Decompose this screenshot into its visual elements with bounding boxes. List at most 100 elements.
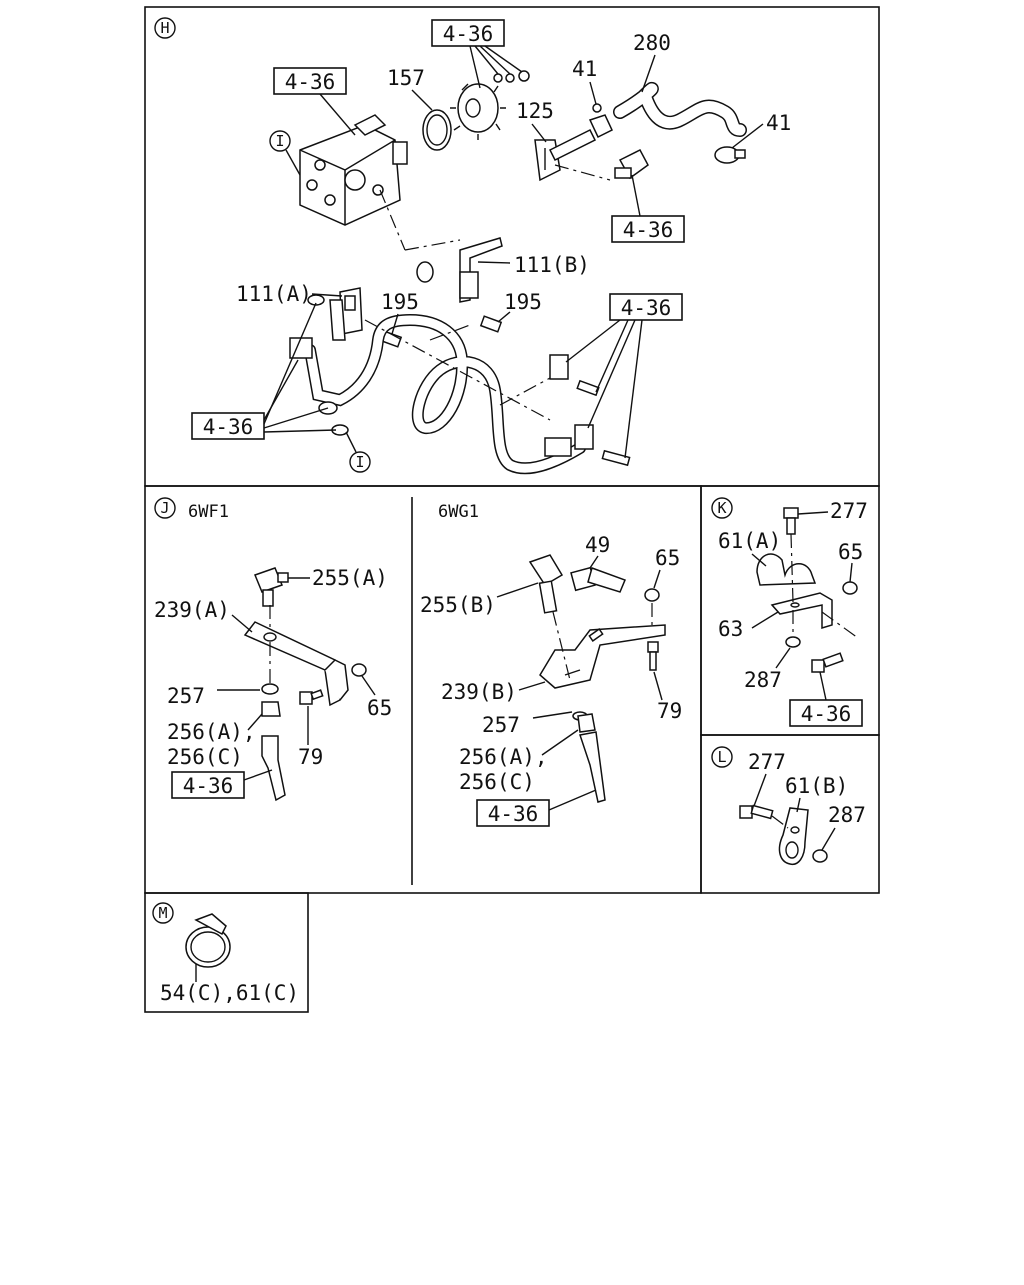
- nut-256-left: [261, 701, 281, 717]
- bracket-239a: [243, 621, 349, 707]
- section-marker-k: [711, 497, 733, 519]
- label-54c-61c: 54(C),61(C): [160, 981, 299, 1005]
- variant-6wf1: 6WF1: [188, 502, 229, 522]
- label-255b: 255(B): [420, 593, 496, 617]
- label-111a: 111(A): [236, 282, 312, 306]
- hose-clamp-41-right: [714, 146, 746, 164]
- frame-section-m: [144, 892, 309, 1013]
- label-63: 63: [718, 617, 743, 641]
- ref-label-clips: 4-36: [621, 296, 672, 320]
- label-256a-right: 256(A),: [459, 745, 548, 769]
- ref-label-pump: 4-36: [285, 70, 336, 94]
- label-195-right: 195: [504, 290, 542, 314]
- nut-65-left: [351, 663, 367, 677]
- nut-256-right: [577, 713, 596, 733]
- label-287-k: 287: [744, 668, 782, 692]
- bolt-277-l: [739, 804, 774, 820]
- bolt-277-k: [783, 507, 799, 535]
- clamp-61a: [756, 553, 817, 586]
- ref-label-j-right: 4-36: [488, 802, 539, 826]
- gear-fasteners: [493, 70, 530, 83]
- ref-box-pump: [273, 67, 347, 95]
- section-letter-k: K: [717, 499, 726, 517]
- label-41-top: 41: [572, 57, 597, 81]
- section-k: K 277 61(A) 65 63 287 4-36: [711, 497, 868, 727]
- label-257-right: 257: [482, 713, 520, 737]
- bracket-111b: [416, 237, 503, 303]
- label-65-right: 65: [655, 546, 680, 570]
- marker-i-bottom-letter: I: [355, 453, 364, 471]
- label-41-right: 41: [766, 111, 791, 135]
- hose-end-right: [579, 731, 606, 803]
- hose-clamp-54c: [185, 913, 231, 968]
- section-m: M 54(C),61(C): [152, 902, 299, 1005]
- hose-280: [613, 81, 747, 137]
- label-255a: 255(A): [312, 566, 388, 590]
- ref-box-gear: [431, 19, 505, 47]
- bolt-k-lower: [811, 652, 844, 673]
- variant-6wg1: 6WG1: [438, 502, 479, 522]
- section-l: L 277 61(B) 287: [711, 746, 866, 866]
- section-j: J 6WF1 6WG1 255(A) 239(A): [154, 497, 682, 827]
- label-239a: 239(A): [154, 598, 230, 622]
- fitting-255a: [254, 567, 289, 607]
- ref-box-pipe: [191, 412, 265, 440]
- bracket-63: [770, 592, 833, 630]
- label-111b: 111(B): [514, 253, 590, 277]
- frame-section-l: [700, 734, 880, 894]
- label-79-right: 79: [657, 699, 682, 723]
- hose-end-left: [261, 735, 286, 802]
- label-287-l: 287: [828, 803, 866, 827]
- nut-287-k: [785, 636, 801, 648]
- pipe-clips: [549, 354, 631, 467]
- nut-287-l: [812, 849, 828, 863]
- label-277-k: 277: [830, 499, 868, 523]
- bolt-79-right: [647, 641, 659, 671]
- bolt-79-left: [299, 689, 324, 705]
- label-79-left: 79: [298, 745, 323, 769]
- section-h: H: [154, 17, 791, 475]
- label-157: 157: [387, 66, 425, 90]
- section-frames: [144, 6, 880, 1013]
- ref-box-j-left: [171, 771, 245, 799]
- fitting-255b: [528, 554, 564, 614]
- section-letter-l: L: [717, 748, 726, 766]
- hose-clamp-41-top: [588, 103, 613, 139]
- pump-gear: [450, 83, 506, 140]
- section-marker-m: [152, 902, 174, 924]
- label-256c-left: 256(C): [167, 745, 243, 769]
- label-257-left: 257: [167, 684, 205, 708]
- ref-label-j-left: 4-36: [183, 774, 234, 798]
- label-256a-left: 256(A),: [167, 720, 256, 744]
- nut-65-right: [644, 588, 660, 602]
- label-61b: 61(B): [785, 774, 848, 798]
- ref-box-clips: [609, 293, 683, 321]
- label-277-l: 277: [748, 750, 786, 774]
- bracket-111a: [329, 287, 363, 341]
- section-marker-h: [154, 17, 176, 39]
- power-steering-pump: [299, 114, 408, 226]
- label-49: 49: [585, 533, 610, 557]
- section-letter-j: J: [160, 499, 169, 517]
- label-256c-right: 256(C): [459, 770, 535, 794]
- ref-box-j-right: [476, 799, 550, 827]
- nut-65-k: [842, 581, 858, 595]
- ref-label-union: 4-36: [623, 218, 674, 242]
- label-280: 280: [633, 31, 671, 55]
- label-195-left: 195: [381, 290, 419, 314]
- section-letter-m: M: [158, 904, 167, 922]
- ref-label-k: 4-36: [801, 702, 852, 726]
- label-239b: 239(B): [441, 680, 517, 704]
- marker-i-top-letter: I: [275, 132, 284, 150]
- o-ring-157: [422, 109, 452, 151]
- banjo-bolt-49: [570, 566, 626, 593]
- ref-box-union: [611, 215, 685, 243]
- outlet-pipe-125: [534, 128, 597, 182]
- ref-label-pipe: 4-36: [203, 415, 254, 439]
- marker-i-bottom: [349, 451, 371, 473]
- section-marker-j: [154, 497, 176, 519]
- section-letter-h: H: [160, 19, 169, 37]
- label-125: 125: [516, 99, 554, 123]
